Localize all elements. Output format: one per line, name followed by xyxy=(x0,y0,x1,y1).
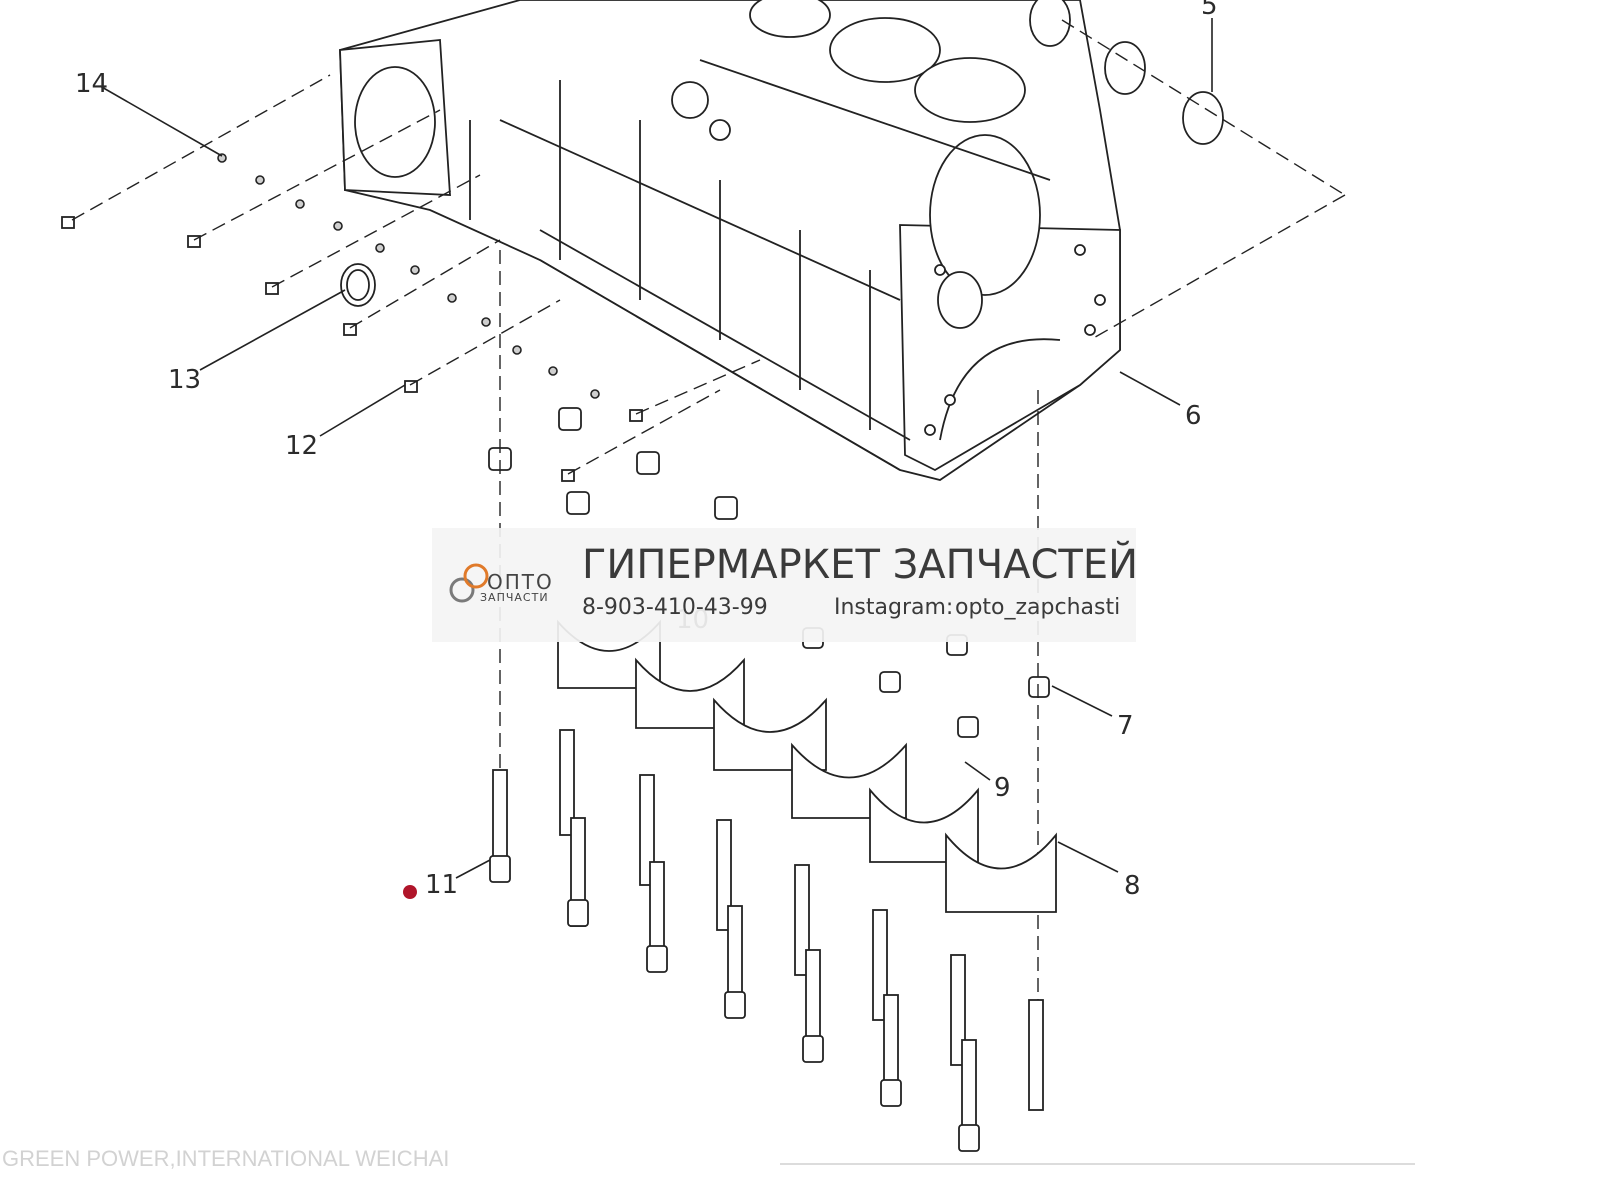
watermark-instagram-label: Instagram: xyxy=(834,595,953,620)
plugs xyxy=(61,153,643,482)
callout-12: 12 xyxy=(285,431,318,461)
watermark-phone: 8-903-410-43-99 xyxy=(582,595,768,620)
cylinder-block xyxy=(339,0,1121,481)
gear-icon xyxy=(449,577,475,603)
callout-9: 9 xyxy=(994,773,1011,803)
watermark-banner: ОПТО ЗАПЧАСТИ ГИПЕРМАРКЕТ ЗАПЧАСТЕЙ 8-90… xyxy=(432,528,1138,642)
callout-11: 11 xyxy=(425,870,458,900)
callout-13: 13 xyxy=(168,365,201,395)
callout-7: 7 xyxy=(1117,711,1134,741)
gear-icon xyxy=(463,563,489,589)
main-bearing-bolts xyxy=(489,729,1044,1152)
seal-ring xyxy=(340,263,376,307)
logo-line-2: ЗАПЧАСТИ xyxy=(480,591,549,604)
leader-lines xyxy=(99,18,1213,879)
camshaft-bushings xyxy=(1029,0,1224,145)
logo-line-1: ОПТО xyxy=(487,570,554,594)
watermark-instagram-handle: opto_zapchasti xyxy=(955,595,1120,620)
main-bearing-caps xyxy=(557,619,1057,913)
watermark-logo: ОПТО ЗАПЧАСТИ xyxy=(449,563,554,604)
footer-text: GREEN POWER,INTERNATIONAL WEICHAI xyxy=(2,1146,449,1171)
callout-14: 14 xyxy=(75,69,108,99)
watermark-background xyxy=(432,528,1136,642)
callout-8: 8 xyxy=(1124,871,1141,901)
callout-6: 6 xyxy=(1185,401,1202,431)
highlight-marker xyxy=(403,885,417,899)
watermark-title: ГИПЕРМАРКЕТ ЗАПЧАСТЕЙ xyxy=(582,540,1138,588)
callout-5: 5 xyxy=(1201,0,1218,21)
alignment-lines xyxy=(71,19,1346,1000)
